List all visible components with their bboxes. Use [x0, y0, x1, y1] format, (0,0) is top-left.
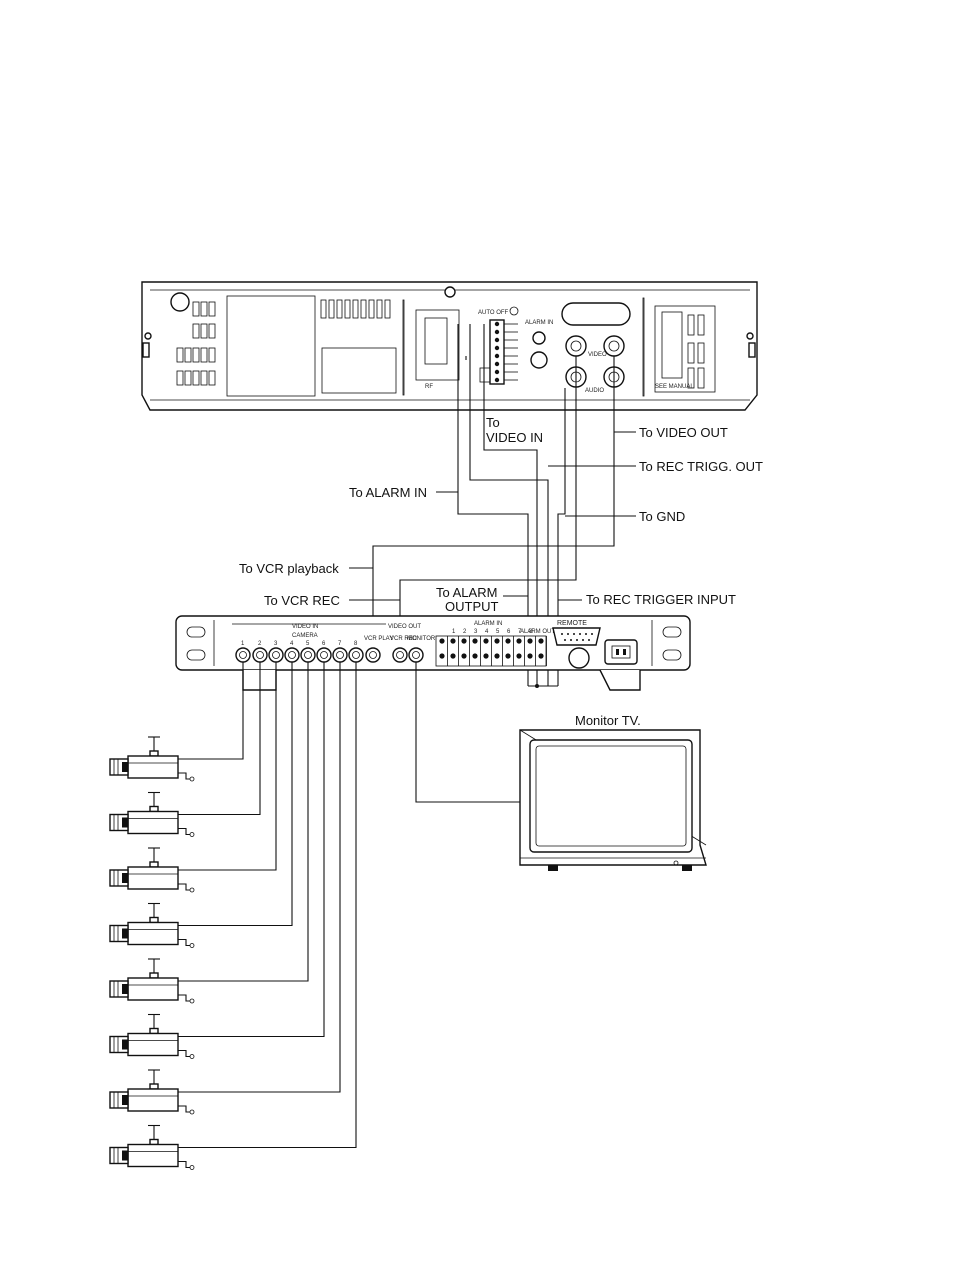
- label-to-vcr-rec: To VCR REC: [264, 593, 340, 608]
- label-to-video-in-1: To: [486, 415, 500, 430]
- vcr-label-alarm: ALARM IN: [525, 320, 553, 326]
- vcr-play-connector[interactable]: [366, 648, 380, 662]
- camera-input-7[interactable]: [333, 648, 347, 662]
- monitor-tv: [520, 730, 706, 871]
- vcr-label-audio: AUDIO: [585, 388, 604, 394]
- camera-input-1[interactable]: [236, 648, 250, 662]
- mux-label-alarm-out: ALARM OUT: [520, 629, 555, 635]
- label-to-vcr-playback: To VCR playback: [239, 561, 339, 576]
- vcr-label-serial: SEE MANUAL: [655, 384, 694, 390]
- vcr-rear-panel: RF AUTO OFF ALARM IN VIDEO AUDIO: [142, 282, 757, 410]
- mux-label-video-out: VIDEO OUT: [388, 624, 421, 630]
- fan-grommet: [569, 648, 589, 668]
- camera-wire-6: [178, 662, 324, 1037]
- label-to-alarm-in: To ALARM IN: [349, 485, 427, 500]
- vcr-rec-connector[interactable]: [393, 648, 407, 662]
- camera-wire-1: [178, 662, 243, 759]
- mux-label-remote: REMOTE: [557, 620, 587, 627]
- camera-wire-8: [178, 662, 356, 1148]
- label-to-rec-trigg-out: To REC TRIGG. OUT: [639, 459, 763, 474]
- vcr-label-auto: AUTO OFF: [478, 310, 509, 316]
- label-to-gnd: To GND: [639, 509, 685, 524]
- label-to-video-out: To VIDEO OUT: [639, 425, 728, 440]
- mux-label-alarm-in: ALARM IN: [474, 621, 502, 627]
- label-to-video-in-2: VIDEO IN: [486, 430, 543, 445]
- label-monitor-tv: Monitor TV.: [575, 713, 641, 728]
- multiplexer-rear-panel: VIDEO IN CAMERA VCR PLAY VIDEO OUT VCR R…: [176, 616, 690, 690]
- camera-input-6[interactable]: [317, 648, 331, 662]
- mux-label-vcr-play: VCR PLAY: [364, 636, 393, 642]
- monitor-out-connector[interactable]: [409, 648, 423, 662]
- camera-wires: [178, 662, 356, 1148]
- camera-wire-4: [178, 662, 292, 926]
- power-inlet[interactable]: [605, 640, 637, 664]
- camera-wire-7: [178, 662, 340, 1092]
- camera-group: [110, 737, 194, 1170]
- remote-connector[interactable]: [553, 628, 600, 645]
- camera-input-4[interactable]: [285, 648, 299, 662]
- mux-label-video-in: VIDEO IN: [292, 624, 318, 630]
- mux-label-camera: CAMERA: [292, 633, 318, 639]
- vcr-label-video: VIDEO: [588, 352, 607, 358]
- camera-input-5[interactable]: [301, 648, 315, 662]
- camera-input-2[interactable]: [253, 648, 267, 662]
- camera-input-8[interactable]: [349, 648, 363, 662]
- label-to-rec-trigger-input: To REC TRIGGER INPUT: [586, 592, 736, 607]
- monitor-wire: [416, 662, 520, 802]
- vcr-label-rf: RF: [425, 384, 433, 390]
- camera-input-3[interactable]: [269, 648, 283, 662]
- connection-labels: To VIDEO IN To VIDEO OUT To REC TRIGG. O…: [239, 415, 763, 728]
- camera-wire-3: [178, 662, 276, 870]
- label-to-alarm-output-2: OUTPUT: [445, 599, 499, 614]
- mux-label-monitor: MONITOR: [407, 636, 436, 642]
- label-to-alarm-output-1: To ALARM: [436, 585, 497, 600]
